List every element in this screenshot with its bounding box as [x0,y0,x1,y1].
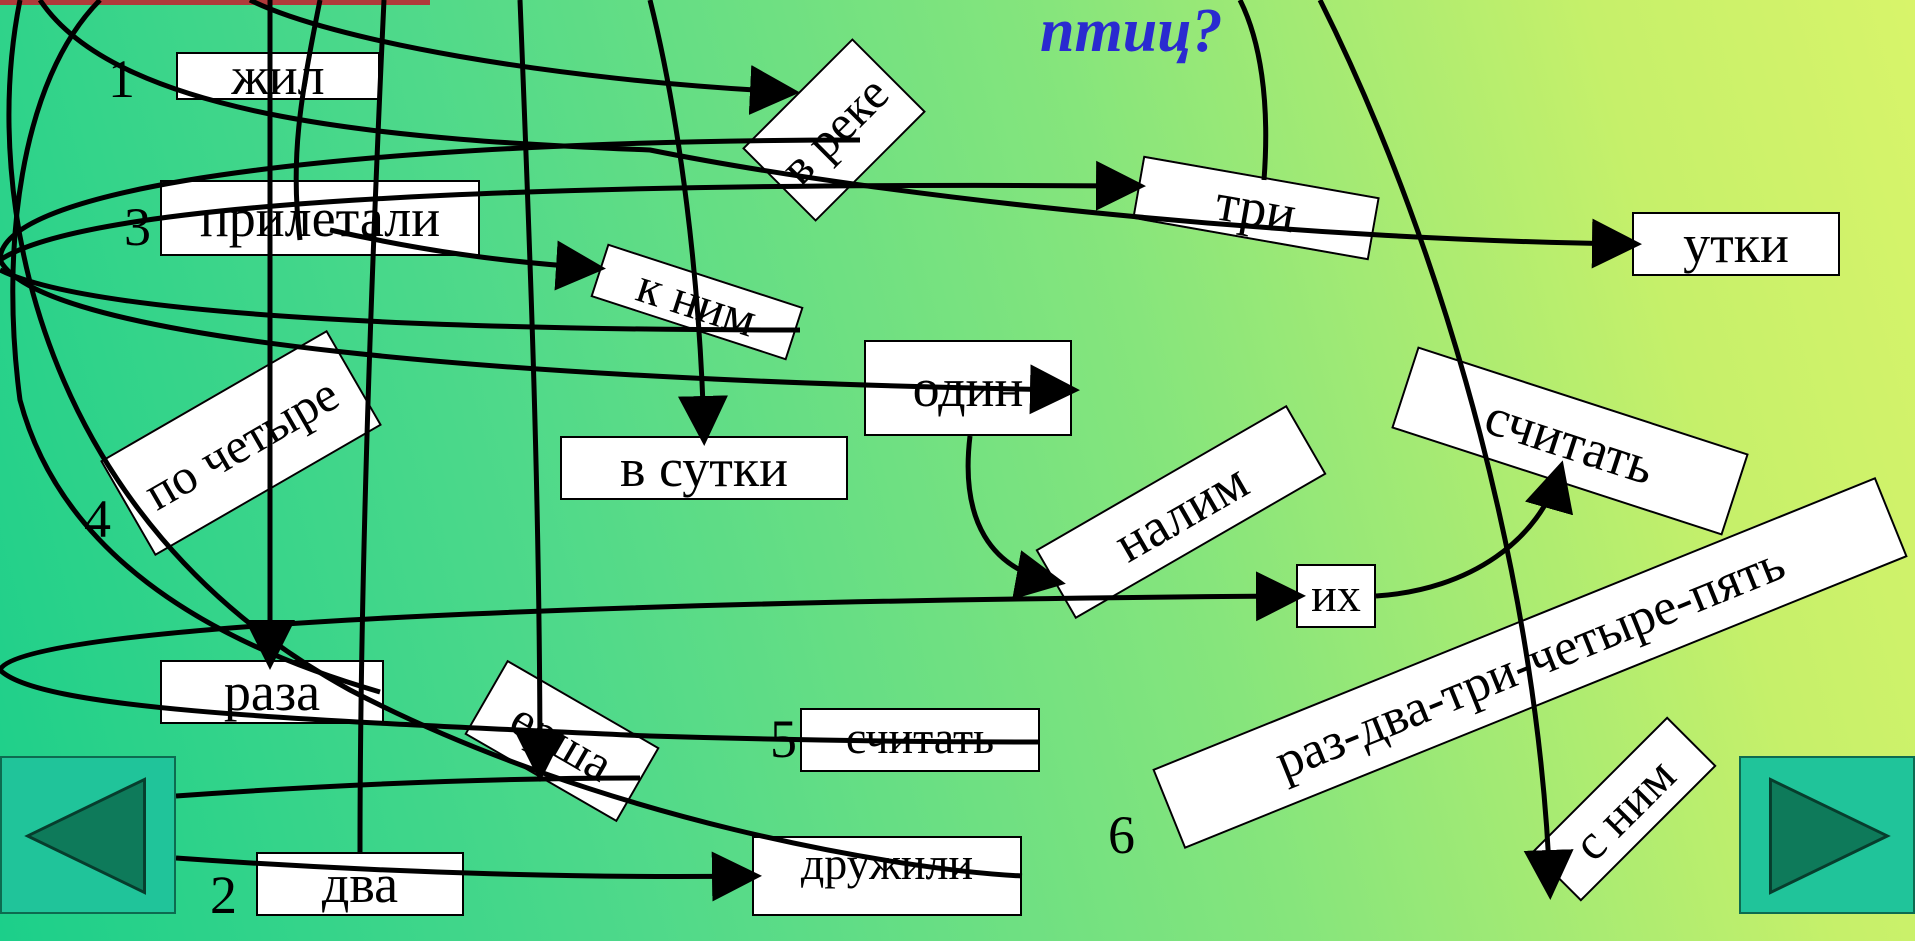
word-box-v-reke[interactable]: в реке [742,38,926,222]
photo-fragment [0,0,430,5]
number-2: 2 [210,865,237,925]
word-box-schitat-2[interactable]: считать [800,708,1040,772]
word-box-dva[interactable]: два [256,852,464,916]
number-3: 3 [124,197,151,257]
word-box-v-sutki[interactable]: в сутки [560,436,848,500]
number-5: 5 [770,709,797,769]
arrow-tri-up [1237,0,1269,181]
triangle-right-icon [1769,777,1891,895]
prev-slide-button[interactable] [0,756,176,914]
word-box-ih[interactable]: их [1296,564,1376,628]
word-box-po-chetyre[interactable]: по четыре [100,329,382,557]
word-box-utki[interactable]: утки [1632,212,1840,276]
word-box-zhil[interactable]: жил [176,49,380,103]
number-1: 1 [108,49,135,109]
arrow-to-v-sutki [647,0,728,446]
word-box-odin[interactable]: один [864,340,1072,436]
word-box-k-nim[interactable]: к ним [590,243,804,361]
arrow-loop-to-ih [0,571,1306,672]
number-4: 4 [84,489,111,549]
number-6: 6 [1108,805,1135,865]
arrow-ih-to-schitat [1375,460,1574,599]
next-slide-button[interactable] [1739,756,1915,914]
word-box-nalim[interactable]: налим [1035,404,1327,620]
word-box-tri[interactable]: три [1132,155,1380,261]
word-box-druzhili[interactable]: дружили [752,836,1022,916]
word-box-s-nim[interactable]: с ним [1531,716,1717,902]
word-box-schitat-1[interactable]: считать [1391,346,1749,536]
word-box-priletali[interactable]: прилетали [160,180,480,256]
triangle-left-icon [24,777,146,895]
word-box-raza[interactable]: раза [160,660,384,724]
slide-title: птиц? [1040,0,1223,65]
word-box-ersha[interactable]: ерша [464,659,660,823]
arrow-to-ersha [514,0,565,782]
